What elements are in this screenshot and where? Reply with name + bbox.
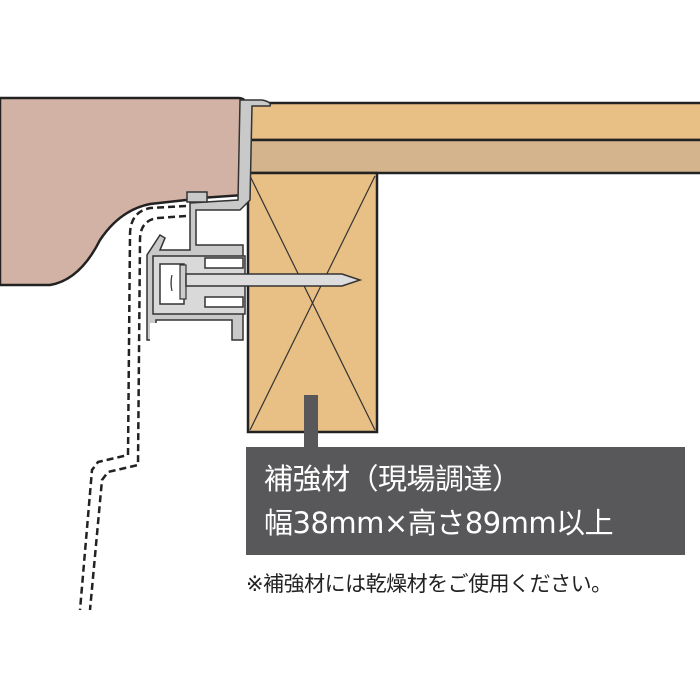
top-board xyxy=(246,101,700,142)
dashed-outline-inner xyxy=(88,214,187,611)
block-cross-line xyxy=(249,175,376,431)
label-pointer xyxy=(304,395,318,450)
middle-board xyxy=(246,138,700,175)
label-dimensions: 幅38mm×高さ89mm以上 xyxy=(264,506,614,540)
dashed-outline-outer xyxy=(78,204,187,611)
footnote: ※補強材には乾燥材をご使用ください。 xyxy=(246,572,612,596)
nail xyxy=(170,264,363,300)
label-title: 補強材（現場調達） xyxy=(264,462,521,496)
reinforcement-label: 補強材（現場調達） 幅38mm×高さ89mm以上 xyxy=(246,447,685,555)
